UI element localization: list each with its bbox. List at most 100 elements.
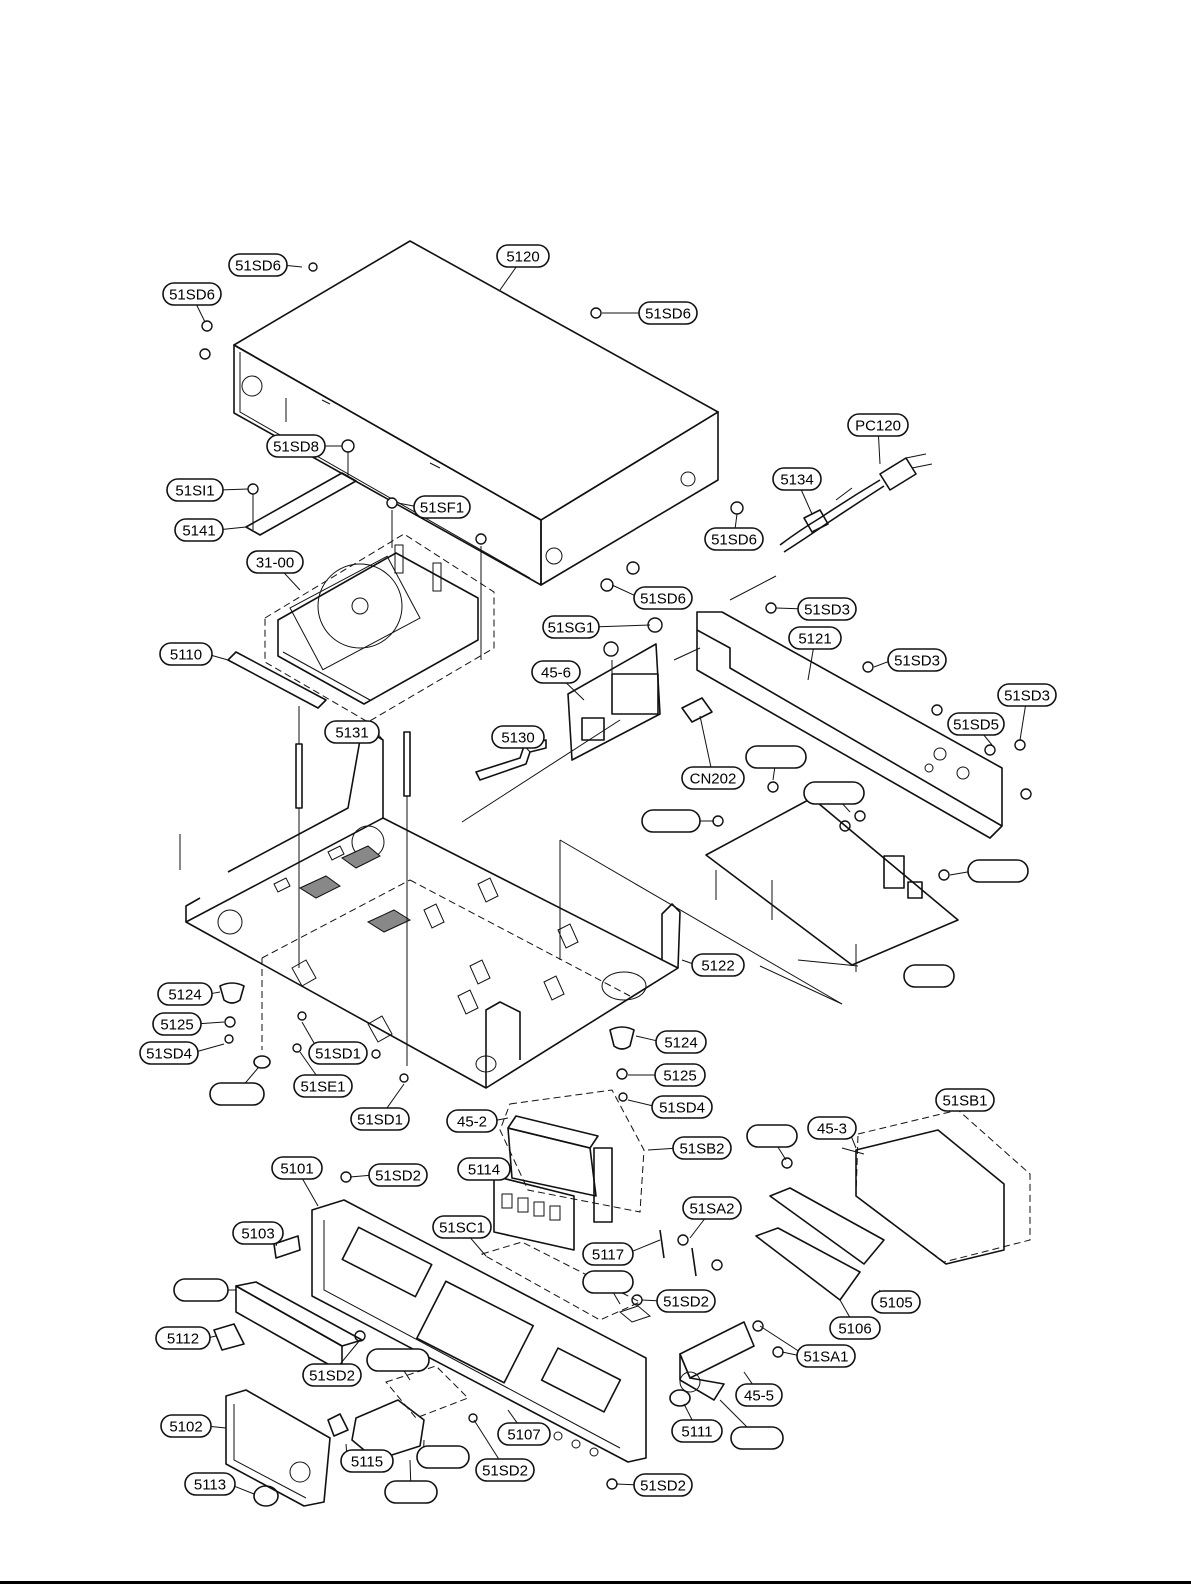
cd-mechanism [264,510,495,723]
callout-51sd6: 51SD6 [611,584,693,610]
callout-51sa2: 51SA2 [682,1196,742,1239]
callout-oval [531,660,581,684]
callout-text: 51SD5 [953,717,999,734]
callout-oval [308,1041,368,1065]
callout-45-3: 45-3 [807,1116,857,1149]
callout-text: 5120 [506,249,539,266]
callout-oval [803,781,865,805]
callout-text: 51SD8 [273,439,319,456]
leader-line [397,502,415,507]
screw-icon [199,348,211,360]
callout-oval [681,766,745,790]
callout-text: PC120 [855,418,901,435]
pcb-45-5 [669,1321,801,1407]
callout-oval [542,615,600,639]
callout-51sd3: 51SD3 [873,648,947,672]
rear-panel [673,575,1003,839]
callout-blank [173,1278,236,1302]
bracket-5141 [245,452,357,536]
callout-oval [772,467,822,491]
callout-text: 51SD2 [309,1368,355,1385]
bottom-rule [0,1581,1191,1584]
pcb-side [705,797,959,972]
callout-oval [496,244,550,268]
callout-51sd5: 51SD5 [947,712,1005,746]
leader-line [772,767,776,781]
callout-text: 51SD6 [640,591,686,608]
callout-text: 45-2 [457,1114,487,1131]
screw-icon [600,578,614,592]
callout-blank [366,1348,430,1381]
screw-icon [938,869,950,881]
leader-line [299,1051,318,1078]
callout-oval [166,478,224,502]
callout-text: 51SA2 [689,1201,734,1218]
callout-oval [174,518,224,542]
callout-text: 5103 [241,1226,274,1243]
callout-oval [796,1344,856,1368]
callout-blank [641,809,714,833]
callout-oval [682,1196,742,1220]
screw-icon [647,617,663,633]
screw-icon [712,815,724,827]
callout-text: 5113 [194,1477,226,1494]
callout-5134: 5134 [772,467,822,515]
callout-oval [903,964,955,988]
callout-text: 45-3 [817,1121,847,1138]
cable-5130 [475,739,547,781]
callout-text: 51SD6 [235,258,281,275]
callout-oval [350,1107,410,1131]
callout-text: 51SA1 [803,1349,848,1366]
callout-oval [651,1095,713,1119]
screw-icon [984,744,996,756]
callout-oval [160,1414,212,1438]
callout-oval [413,495,471,519]
callout-51sd3: 51SD3 [775,597,857,621]
leader-line [385,1083,405,1111]
callout-oval [155,1326,211,1350]
callout-oval [672,1136,732,1160]
callout-5106: 5106 [829,1299,881,1340]
callout-oval [887,648,947,672]
callout-oval [340,1449,394,1473]
callout-oval [497,1422,551,1446]
screw-icon [765,602,777,614]
callout-5105: 5105 [871,1289,921,1314]
callout-text: 51SD2 [482,1463,528,1480]
screw-icon [767,781,779,793]
callout-text: 51SG1 [548,620,595,637]
leader-line [615,1483,635,1486]
top-cover [233,240,719,586]
screw-icon [224,1034,234,1044]
callout-text: 5124 [664,1035,697,1052]
screw-icon [341,439,355,453]
callout-5130: 5130 [491,725,545,753]
callout-text: 51SD3 [804,602,850,619]
leader-line [473,1419,501,1461]
screw-icon [399,1073,409,1083]
leader-line [699,715,712,768]
callout-51sd2: 51SD2 [302,1339,362,1387]
callout-oval [302,1363,362,1387]
callout-oval [152,1012,202,1036]
leader-line [873,661,889,668]
callout-oval [139,1041,199,1065]
leader-line [635,1035,657,1042]
callout-oval [293,1074,353,1098]
leader-line [234,1485,255,1495]
callout-5141: 5141 [174,518,247,542]
callout-text: 51SD2 [640,1478,686,1495]
callout-oval [266,434,326,458]
callout-text: 5101 [280,1161,313,1178]
leader-line [781,1351,798,1356]
callout-51sd6: 51SD6 [162,282,222,323]
callout-oval [947,712,1005,736]
callout-oval [638,301,698,325]
callout-5125: 5125 [152,1012,225,1036]
callout-oval [633,1473,693,1497]
leader-line [337,1339,361,1367]
screw-icon [603,641,619,657]
callout-5102: 5102 [160,1414,227,1438]
callout-oval [228,253,288,277]
